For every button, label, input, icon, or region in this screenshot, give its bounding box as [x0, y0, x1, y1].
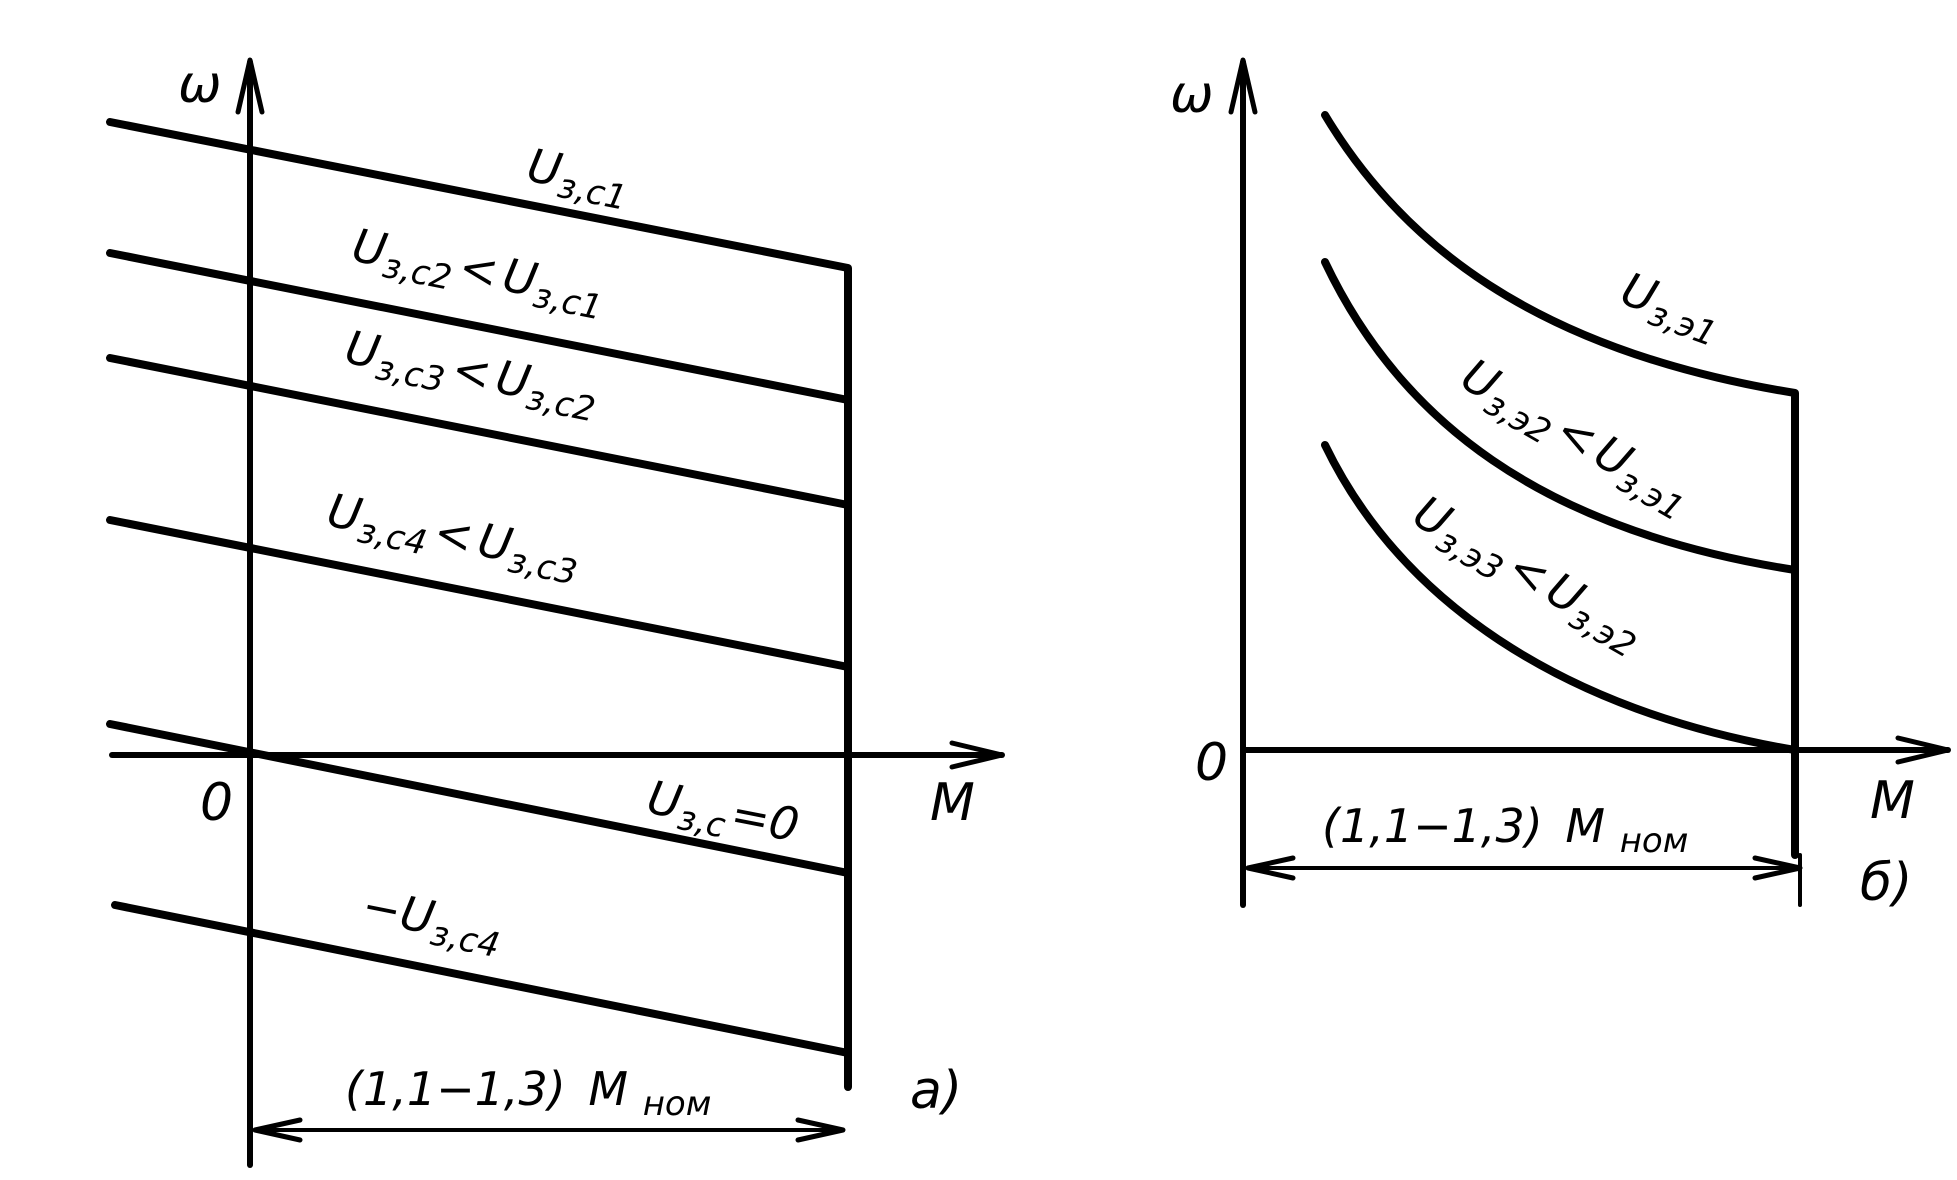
panel-a-x-axis-label: M: [930, 773, 975, 833]
panel-b-curve-3: [1321, 441, 1799, 754]
panel-a-range-subscript: ном: [643, 1084, 712, 1124]
panel-b-range-value: (1,1−1,3): [1322, 799, 1543, 853]
panel-b-curve-3-label: Uз,э3<Uз,э2: [1401, 485, 1654, 667]
panel-b-y-axis-label: ω: [1170, 65, 1214, 125]
panel-b-x-arrowhead: [1895, 735, 1951, 765]
panel-a-line-4: [106, 516, 852, 671]
panel-a-line-5: [106, 720, 852, 877]
panel-a: ω M 0 a) (1,1−1,3) M ном Uз,с1 Uз,с2<Uз,…: [106, 55, 1005, 1168]
panel-a-line-4-label: Uз,с4<Uз,с3: [321, 483, 584, 594]
panel-a-line-3: [106, 354, 852, 509]
panel-a-line-6: [111, 901, 852, 1057]
panel-b-origin-label: 0: [1195, 733, 1228, 793]
panel-b-y-arrowhead: [1228, 57, 1258, 115]
panel-a-panel-label: a): [910, 1061, 962, 1121]
panel-a-range-value: (1,1−1,3): [345, 1062, 566, 1116]
panel-b-range-symbol: M: [1565, 799, 1605, 853]
panel-b-dimension-left-head: [1245, 855, 1296, 881]
panel-a-dimension-right-head: [795, 1117, 846, 1143]
panel-a-range-label: (1,1−1,3) M ном: [345, 1062, 711, 1124]
panel-a-line-2: [106, 249, 852, 404]
panel-a-range-symbol: M: [588, 1062, 628, 1116]
panel-b-x-axis-label: M: [1870, 771, 1915, 831]
panel-a-x-arrowhead: [949, 740, 1005, 770]
panel-b-curve-2: [1321, 258, 1799, 574]
panel-b-range-label: (1,1−1,3) M ном: [1322, 799, 1688, 861]
panel-b-curve-1-label: Uз,э1: [1612, 262, 1730, 355]
panel-a-y-arrowhead: [235, 57, 265, 115]
panel-a-origin-label: 0: [200, 773, 233, 833]
panel-a-line-1: [106, 118, 852, 1091]
panel-b-panel-label: б): [1860, 853, 1912, 913]
panel-b-curve-1: [1321, 111, 1799, 859]
panel-a-line-5-label: Uз,с=0: [641, 770, 803, 861]
panel-a-dimension-left-head: [252, 1117, 303, 1143]
panel-a-line-6-label: −Uз,с4: [356, 878, 507, 966]
panel-a-y-axis-label: ω: [178, 55, 222, 115]
panel-b-dimension-right-head: [1752, 855, 1803, 881]
panel-b-curve-2-label: Uз,э2<Uз,э1: [1449, 348, 1702, 530]
panel-b-range-subscript: ном: [1620, 821, 1689, 861]
panel-b: ω M 0 б) (1,1−1,3) M ном Uз,э1 Uз,э2<Uз,…: [1170, 57, 1951, 913]
